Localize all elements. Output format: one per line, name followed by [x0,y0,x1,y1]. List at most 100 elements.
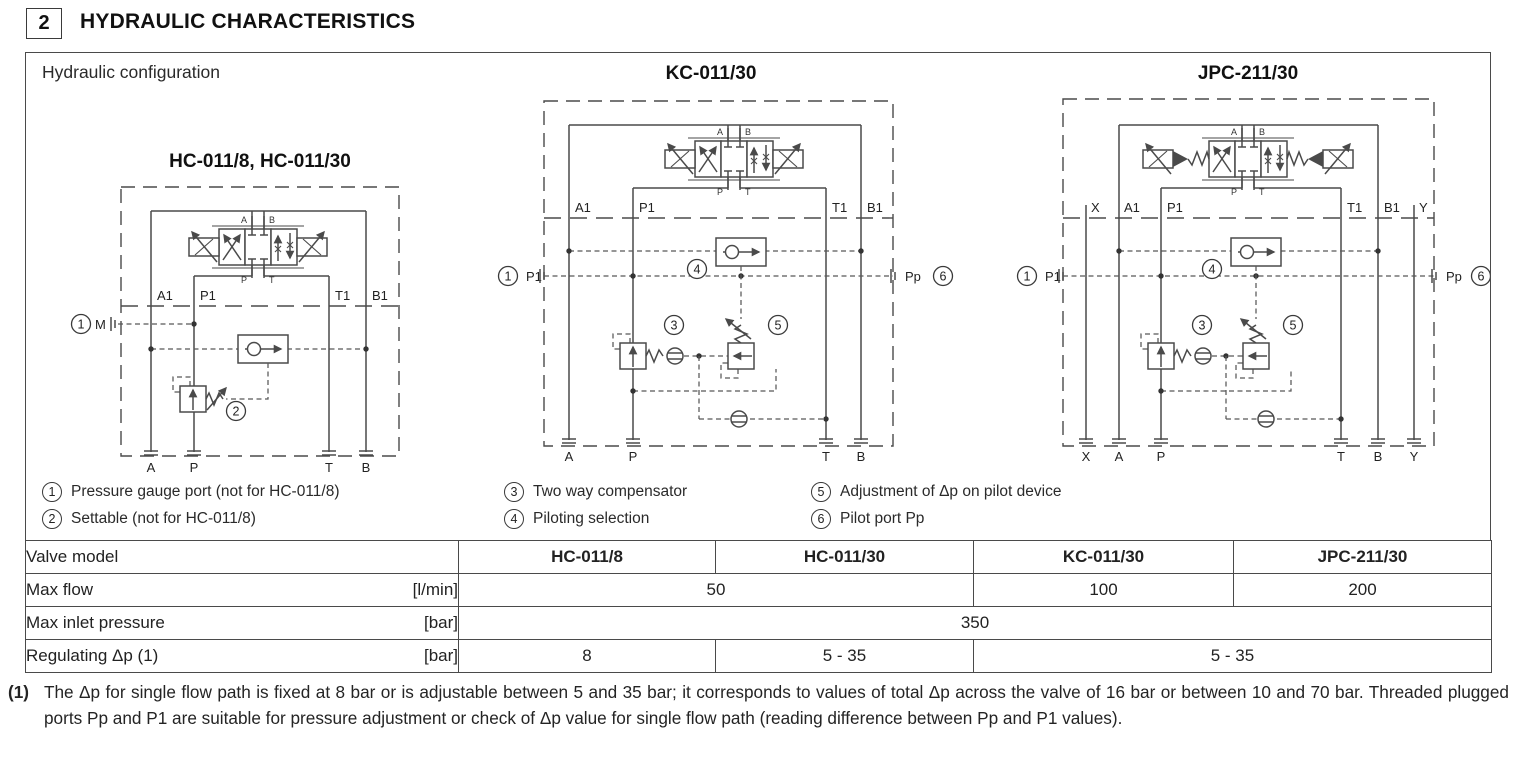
legend-num-1: 1 [42,481,62,502]
callout-5: 5 [1282,314,1304,336]
prop-actuator-left [665,144,695,174]
valve-port-label: A [1231,127,1237,137]
diagram-hc: HC-011/8, HC-011/30 A B P T [70,151,400,475]
plugged-port [625,438,641,444]
pilot-port-label: P1 [526,269,542,284]
legend-num-2: 2 [42,508,62,529]
port-label: X [1091,200,1100,215]
solenoid-actuator-right [1287,144,1353,174]
legend-item-4: 4 Piloting selection [504,505,687,532]
legend-column-1: 1 Pressure gauge port (not for HC-011/8)… [42,478,340,532]
callout-6: 6 [932,265,954,287]
port-label: P [1157,449,1166,464]
svg-text:3: 3 [671,319,678,333]
port-label: Y [1410,449,1419,464]
legend-text: Settable (not for HC-011/8) [71,509,256,527]
legend-num-3: 3 [504,481,524,502]
legend-num-4: 4 [504,508,524,529]
row-label: Max flow [l/min] [25,573,459,607]
svg-text:2: 2 [233,405,240,419]
prop-actuator-right [297,232,327,262]
row-label: Regulating Δp (1) [bar] [25,639,459,673]
legend-text: Adjustment of Δp on pilot device [840,482,1062,500]
plugged-port [818,438,834,444]
prop-actuator-left [189,232,219,262]
port-label: B1 [1384,200,1400,215]
valve-port-label: B [269,215,275,225]
callout-3: 3 [1191,314,1213,336]
plugged-port [1333,438,1349,444]
port-label: A1 [157,288,173,303]
callout-1: 1 [70,313,92,335]
port-label: P [629,449,638,464]
row-label: Valve model [25,540,459,574]
port-label: Y [1419,200,1428,215]
port-label: A [1115,449,1124,464]
table-row-regulating-dp: Regulating Δp (1) [bar] 8 5 - 35 5 - 35 [25,639,1492,673]
callout-2: 2 [225,400,247,422]
svg-text:6: 6 [1478,270,1485,284]
legend-item-5: 5 Adjustment of Δp on pilot device [811,478,1061,505]
valve-port-label: P [717,187,723,197]
legend-text: Two way compensator [533,482,688,500]
row-unit: [l/min] [412,580,458,599]
valve-port-label: P [241,275,247,285]
legend-column-3: 5 Adjustment of Δp on pilot device 6 Pil… [811,478,1061,532]
valve-port-label: T [1259,187,1265,197]
orifice-symbol [730,410,748,428]
svg-text:1: 1 [505,270,512,284]
svg-text:5: 5 [1290,319,1297,333]
valve-port-label: B [745,127,751,137]
hydraulic-diagrams-svg: HC-011/8, HC-011/30 A B P T [70,63,1490,475]
diagram-kc: KC-011/30 A B P T [497,63,954,464]
prop-actuator-right [773,144,803,174]
check-valve-symbol [716,238,766,266]
port-label: P1 [200,288,216,303]
callout-6: 6 [1470,265,1490,287]
port-label: T1 [335,288,350,303]
valve-port-label: T [745,187,751,197]
plugged-port [1370,438,1386,444]
table-row-max-inlet-pressure: Max inlet pressure [bar] 350 [25,606,1492,640]
diagram-title: JPC-211/30 [1198,63,1298,84]
svg-text:5: 5 [775,319,782,333]
legend-num-5: 5 [811,481,831,502]
legend-num-6: 6 [811,508,831,529]
orifice-symbol [1194,347,1212,365]
section-number: 2 [38,12,50,34]
legend-column-2: 3 Two way compensator 4 Piloting selecti… [504,478,687,532]
plugged-port [143,450,159,456]
pilot-port-label: P1 [1045,269,1061,284]
directional-valve-symbol [1202,128,1294,190]
valve-port-label: P [1231,187,1237,197]
valve-port-label: A [717,127,723,137]
plugged-port [1111,438,1127,444]
legend-text: Pilot port Pp [840,509,925,527]
callout-4: 4 [1201,258,1223,280]
table-value: 200 [1233,573,1492,607]
row-label: Max inlet pressure [bar] [25,606,459,640]
legend-item-3: 3 Two way compensator [504,478,687,505]
port-label: T [822,449,830,464]
port-label: B1 [867,200,883,215]
svg-text:1: 1 [78,318,85,332]
legend-item-2: 2 Settable (not for HC-011/8) [42,505,340,532]
footnote-text: The Δp for single flow path is fixed at … [44,682,1509,728]
check-valve-symbol [238,335,288,363]
port-label: A1 [575,200,591,215]
port-label: B1 [372,288,388,303]
plugged-port [1406,438,1422,444]
check-valve-symbol [1231,238,1281,266]
plugged-port [1153,438,1169,444]
table-row-max-flow: Max flow [l/min] 50 100 200 [25,573,1492,607]
svg-text:3: 3 [1199,319,1206,333]
valve-port-label: T [269,275,275,285]
page-title: HYDRAULIC CHARACTERISTICS [80,10,416,33]
callout-1: 1 [1016,265,1038,287]
hydraulic-characteristics-panel: Hydraulic configuration [25,52,1492,673]
hydraulic-characteristics-table: Valve model HC-011/8 HC-011/30 KC-011/30… [25,540,1492,673]
pilot-adjust-valve-symbol [1236,319,1269,378]
table-value: 100 [973,573,1234,607]
svg-text:4: 4 [694,263,701,277]
plugged-port [853,438,869,444]
